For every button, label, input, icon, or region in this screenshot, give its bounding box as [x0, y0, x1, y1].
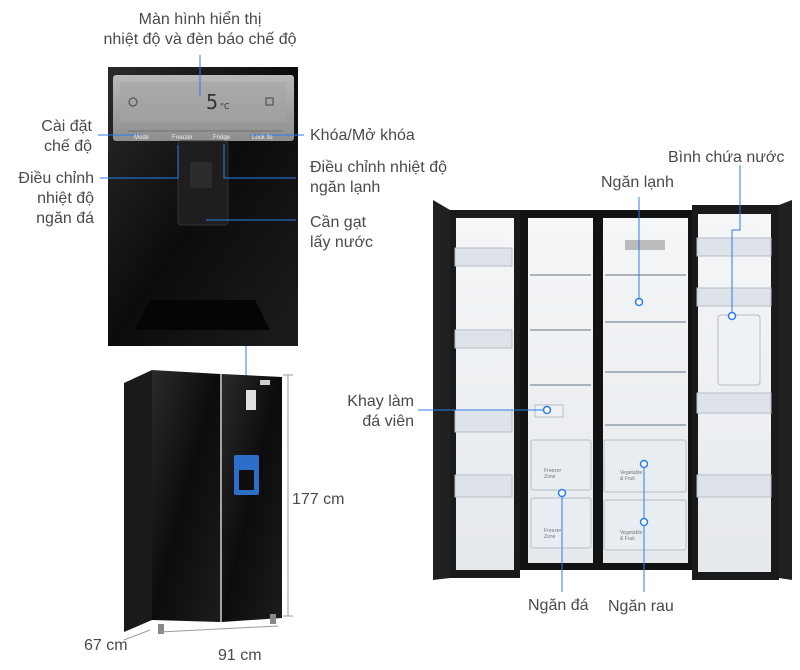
- drawer-label: Zone: [544, 474, 556, 480]
- temp-display: 5: [206, 90, 218, 114]
- callout-text: chế độ: [43, 138, 92, 155]
- drawer-label: Zone: [544, 534, 556, 540]
- callout-ice-tray: Khay làm đá viên: [320, 392, 414, 432]
- dimension-lines: [123, 374, 293, 641]
- temp-unit: °C: [220, 102, 230, 111]
- fridge-small: [124, 370, 282, 634]
- drawer-label: & Fruit: [620, 476, 635, 482]
- callout-text: Điều chỉnh: [18, 170, 94, 187]
- callout-text: Màn hình hiển thị: [138, 11, 262, 28]
- display-screen: [120, 82, 286, 122]
- mode-icon: [128, 97, 138, 107]
- fridge-button[interactable]: Fridge: [213, 135, 231, 141]
- mode-button[interactable]: Mode: [134, 135, 150, 141]
- drawer-label: Vegetable: [620, 470, 642, 476]
- callout-water-tank: Bình chứa nước: [668, 149, 785, 166]
- callout-freezer-compartment: Ngăn đá: [528, 597, 589, 614]
- callout-text: đá viên: [362, 413, 414, 430]
- dispenser-closeup: [108, 67, 298, 346]
- foot: [158, 624, 164, 634]
- callout-display: Màn hình hiển thị nhiệt độ và đèn báo ch…: [90, 10, 310, 50]
- callout-dots: [542, 297, 737, 527]
- callout-fridge-compartment: Ngăn lạnh: [601, 174, 674, 191]
- dimension-depth: 67 cm: [84, 637, 128, 654]
- lock-button[interactable]: Lock 3s: [252, 135, 273, 141]
- callout-text: lấy nước: [310, 234, 373, 251]
- callout-text: ngăn lạnh: [310, 179, 381, 196]
- callout-lever: Cần gạt lấy nước: [310, 213, 373, 253]
- callout-text: Khay làm: [347, 393, 414, 410]
- water-tank: [717, 314, 761, 386]
- lock-icon: [265, 97, 274, 106]
- callout-mode: Cài đặt chế độ: [10, 117, 92, 157]
- callout-text: nhiệt độ: [37, 190, 94, 207]
- door-bins: [454, 237, 772, 498]
- callout-text: nhiệt độ và đèn báo chế độ: [103, 31, 297, 48]
- drawer-label: & Fruit: [620, 536, 635, 542]
- dimension-width: 91 cm: [218, 647, 262, 664]
- callout-text: Điều chỉnh nhiệt độ: [310, 159, 447, 176]
- drawer-label: Freezer: [544, 468, 562, 474]
- fridge-door: [222, 374, 282, 622]
- callout-freezer-temp: Điều chỉnh nhiệt độ ngăn đá: [4, 169, 94, 229]
- callout-text: ngăn đá: [36, 210, 94, 227]
- foot: [270, 614, 276, 624]
- dimension-height: 177 cm: [292, 491, 345, 508]
- drawer-label: Vegetable: [620, 530, 642, 536]
- callout-lines: [98, 55, 741, 592]
- callout-crisper: Ngăn rau: [608, 598, 674, 615]
- shelves: [530, 274, 686, 426]
- freezer-door: [152, 370, 220, 622]
- callout-text: Cài đặt: [41, 118, 92, 135]
- drawer-label: Freezer: [544, 528, 562, 534]
- callout-text: Cần gạt: [310, 214, 367, 231]
- freezer-button[interactable]: Freezer: [172, 135, 193, 141]
- callout-fridge-temp: Điều chỉnh nhiệt độ ngăn lạnh: [310, 158, 447, 198]
- drip-tray: [135, 300, 270, 330]
- energy-label: [246, 390, 256, 410]
- callout-lock: Khóa/Mở khóa: [310, 127, 415, 144]
